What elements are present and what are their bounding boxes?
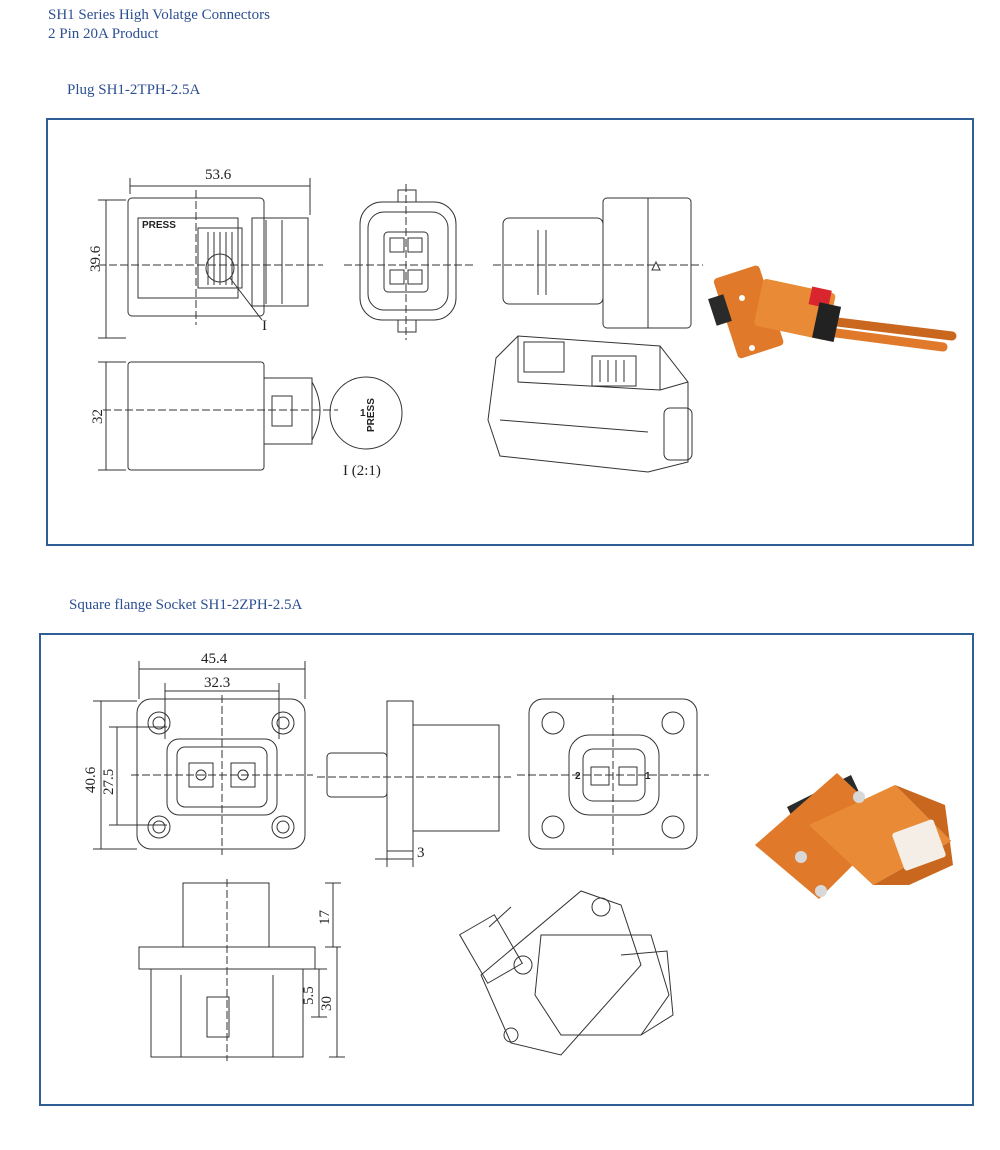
- socket-dim-inner-height: 27.5: [101, 769, 117, 795]
- plug-dim-width: 53.6: [205, 167, 232, 183]
- socket-dim-flange: 3: [417, 845, 425, 861]
- socket-pin-right: 1: [645, 771, 651, 782]
- socket-section-title: Square flange Socket SH1-2ZPH-2.5A: [69, 597, 303, 613]
- plug-press-label: PRESS: [142, 220, 176, 231]
- socket-dim-mid-height: 5.5: [301, 986, 317, 1005]
- plug-iso-view: [487, 335, 693, 473]
- socket-front-view: [131, 695, 313, 855]
- socket-pin-left: 2: [575, 771, 581, 782]
- socket-product-render: [755, 773, 953, 899]
- plug-dim-height: 39.6: [88, 245, 104, 272]
- socket-dim-total-height: 30: [319, 996, 335, 1011]
- plug-drawing: 53.6 39.6 32 I I (2:1) PRESS PRESS 1: [88, 167, 957, 479]
- plug-section-title: Plug SH1-2TPH-2.5A: [67, 82, 201, 98]
- socket-dim-outer-height: 40.6: [83, 766, 99, 793]
- socket-iso-view: [458, 890, 674, 1056]
- plug-detail-caption: I (2:1): [343, 463, 381, 479]
- plug-bottom-view: [98, 361, 338, 471]
- plug-product-render: [708, 265, 957, 359]
- plug-detail-marker: I: [262, 318, 267, 334]
- plug-detail-circle: [329, 376, 403, 450]
- plug-dim-depth: 32: [90, 409, 106, 424]
- socket-dim-inner-width: 32.3: [204, 675, 230, 691]
- plug-front-view: [98, 190, 323, 325]
- plug-end-view: [344, 184, 473, 340]
- socket-side-view: [317, 700, 511, 867]
- plug-detail-num: 1: [360, 408, 366, 419]
- socket-dim-top-height: 17: [317, 910, 333, 926]
- socket-drawing: 45.4 32.3 40.6 27.5 3 17 5.5 30 2 1: [83, 651, 953, 1061]
- socket-panel: 45.4 32.3 40.6 27.5 3 17 5.5 30 2 1: [39, 633, 974, 1106]
- plug-panel: 53.6 39.6 32 I I (2:1) PRESS PRESS 1: [46, 118, 974, 546]
- plug-side-view: [493, 197, 703, 329]
- header-line-1: SH1 Series High Volatge Connectors: [48, 7, 270, 23]
- socket-back-view: [517, 695, 709, 855]
- plug-detail-press: PRESS: [366, 398, 377, 432]
- socket-dim-outer-width: 45.4: [201, 651, 228, 667]
- socket-bottom-view: [138, 879, 345, 1061]
- header-line-2: 2 Pin 20A Product: [48, 26, 159, 42]
